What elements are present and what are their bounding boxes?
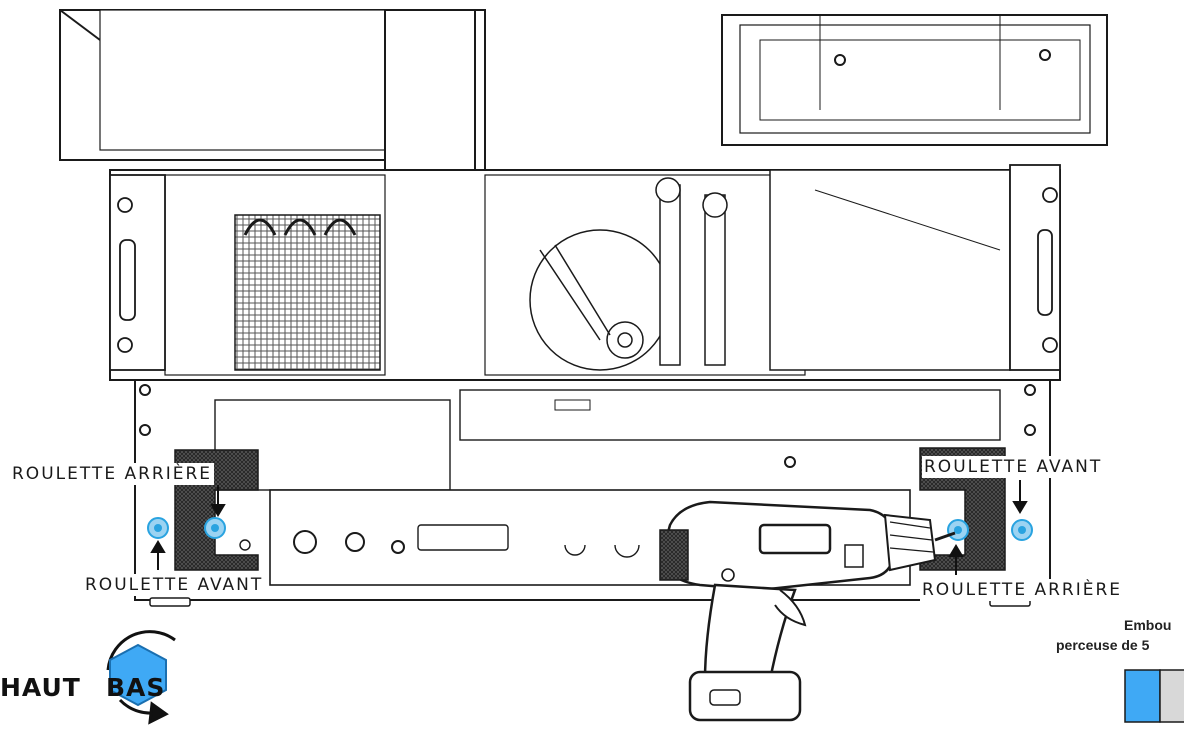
step-badge <box>1124 669 1184 723</box>
callout-left-front: ROULETTE AVANT <box>83 574 266 596</box>
condenser-coil <box>234 214 381 371</box>
fan-assembly <box>529 177 728 371</box>
bit-note-line2: perceuse de 5 <box>1056 637 1150 653</box>
upper-right-drawer <box>721 14 1108 146</box>
arrow-icon <box>150 480 1028 575</box>
callout-left-rear: ROULETTE ARRIÈRE <box>10 463 215 485</box>
rotation-label-top: HAUT <box>0 673 81 702</box>
callout-right-front: ROULETTE AVANT <box>922 456 1105 478</box>
drill-icon <box>659 500 956 722</box>
bit-note-line1: Embou <box>1124 617 1172 633</box>
side-brackets <box>109 164 1061 371</box>
lower-frame <box>134 379 1051 601</box>
hex-icon <box>109 643 167 707</box>
rotation-label-bottom: BAS <box>106 673 166 702</box>
upper-cabinet <box>59 9 386 161</box>
callout-right-rear: ROULETTE ARRIÈRE <box>920 579 1125 601</box>
